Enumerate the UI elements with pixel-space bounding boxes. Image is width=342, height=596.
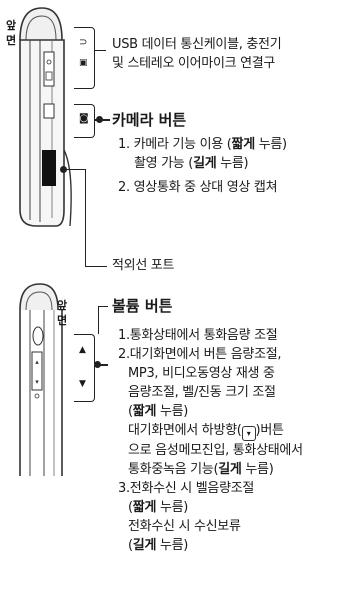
camera-button-callout: ◙ xyxy=(74,104,95,138)
volume-instructions: 1.통화상태에서 통화음량 조절 2.대기화면에서 버튼 음량조절, MP3, … xyxy=(118,328,303,553)
volume-button-title: 볼륨 버튼 xyxy=(112,297,173,315)
camera-icon: ◙ xyxy=(79,113,89,124)
usb-icon: ⊃ xyxy=(79,37,88,48)
camera-item-1b: 촬영 가능 (길게 누름) xyxy=(134,156,249,171)
svg-text:▾: ▾ xyxy=(35,378,39,386)
phone-side-illustration-bottom: ▴ ▾ xyxy=(19,283,63,476)
camera-item-2: 2. 영상통화 중 상대 영상 캡쳐 xyxy=(118,180,278,195)
camera-button-title: 카메라 버튼 xyxy=(112,111,187,129)
volume-callout-box: ▲ ▼ xyxy=(74,334,95,402)
camera-leader-dot xyxy=(96,116,103,123)
infrared-port-label: 적외선 포트 xyxy=(112,258,175,273)
volume-title-bracket xyxy=(98,306,108,308)
volume-leader xyxy=(94,364,108,366)
infrared-leader-v xyxy=(85,169,87,267)
svg-text:▴: ▴ xyxy=(35,358,39,366)
infrared-leader-h2 xyxy=(85,266,107,268)
connector-leader xyxy=(94,50,106,52)
infrared-leader-h xyxy=(63,169,85,171)
connector-description: USB 데이터 통신케이블, 충전기 및 스테레오 이어마이크 연결구 xyxy=(112,37,282,71)
front-label-top: 앞 면 xyxy=(5,19,17,47)
volume-up-icon: ▲ xyxy=(79,345,86,355)
phone-side-illustration-top xyxy=(19,7,72,227)
volume-title-bracket-v xyxy=(98,306,100,334)
down-key-icon: ▾ xyxy=(241,426,256,441)
earphone-jack-icon: ▣ xyxy=(79,58,88,68)
camera-item-1: 1. 카메라 기능 이용 (짧게 누름) xyxy=(118,137,287,152)
connector-callout-box: ⊃ ▣ xyxy=(74,27,95,89)
front-label-bottom: 앞 면 xyxy=(56,299,68,327)
volume-down-icon: ▼ xyxy=(79,379,86,389)
volume-leader-dot xyxy=(94,361,101,368)
